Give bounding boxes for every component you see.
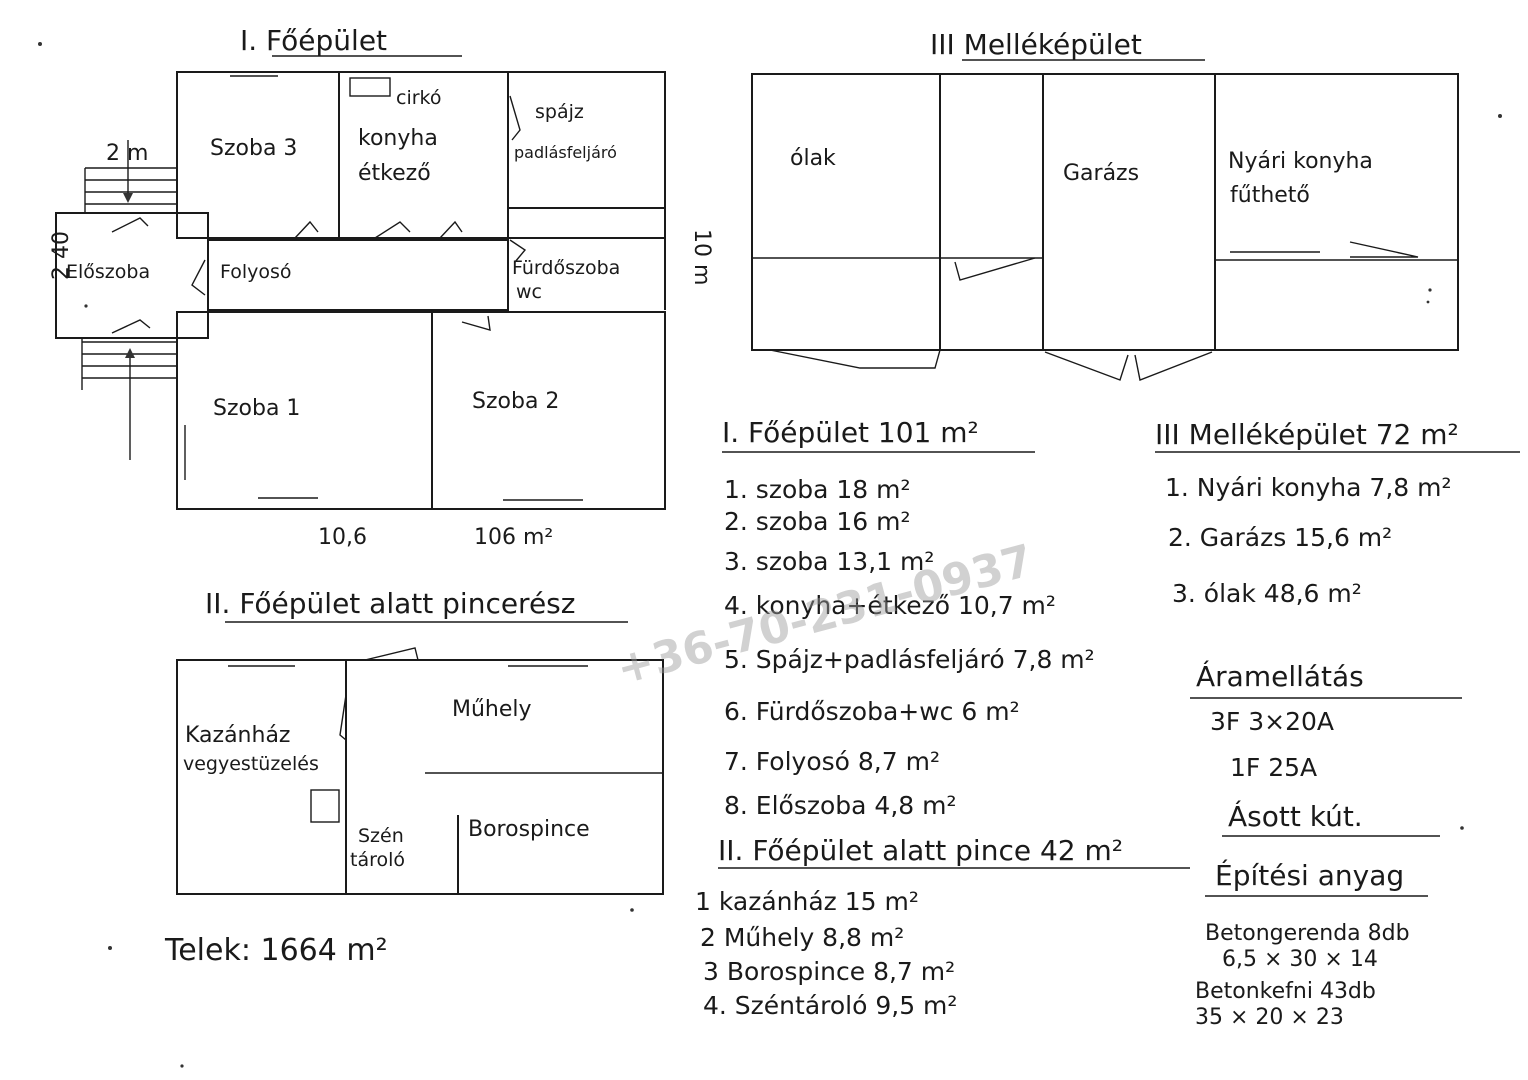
dim-top-label: 2 m xyxy=(106,141,148,166)
materials-line2: 6,5 × 30 × 14 xyxy=(1222,947,1378,972)
room-garazs-label: Garázs xyxy=(1063,161,1139,186)
utilities-title: Áramellátás xyxy=(1196,659,1364,693)
annex-building-title: III Melléképület xyxy=(930,28,1142,61)
main-upper-block xyxy=(176,71,666,239)
room-furdoszoba-label: Fürdőszoba xyxy=(512,257,620,279)
list-main-item: 4. konyha+étkező 10,7 m² xyxy=(724,591,1056,620)
olak-door-swing xyxy=(954,257,1036,281)
materials-notes: Építési anyag Betongerenda 8db 6,5 × 30 … xyxy=(1195,858,1428,1030)
main-lower-block xyxy=(176,311,666,510)
list-annex-title: III Melléképület 72 m² xyxy=(1155,418,1459,451)
main-building-title: I. Főépület xyxy=(240,24,387,57)
room-folyoso-label: Folyosó xyxy=(220,261,292,283)
annex-bottom-doors xyxy=(769,349,1213,381)
dim-bottom-label: 10,6 xyxy=(318,525,367,550)
materials-line4: 35 × 20 × 23 xyxy=(1195,1005,1344,1030)
annex-building-plan: III Melléképület ólak Garázs Nyári konyh… xyxy=(751,28,1459,381)
room-eloszoba-label: Előszoba xyxy=(66,261,150,283)
utilities-notes: Áramellátás 3F 3×20A 1F 25A Ásott kút. xyxy=(1190,659,1462,837)
room-szoba2-label: Szoba 2 xyxy=(472,389,559,414)
list-annex: III Melléképület 72 m² 1. Nyári konyha 7… xyxy=(1155,418,1520,608)
list-cellar-item: 3 Borospince 8,7 m² xyxy=(703,957,955,986)
area-bottom-label: 106 m² xyxy=(474,525,553,550)
boiler-box xyxy=(310,789,340,823)
room-szoba3-label: Szoba 3 xyxy=(210,136,297,161)
cellar-door-top xyxy=(364,647,419,661)
list-main-item: 6. Fürdőszoba+wc 6 m² xyxy=(724,697,1020,726)
room-futheto-label: fűthető xyxy=(1230,183,1310,208)
room-kazanhaz-label: Kazánház xyxy=(185,723,290,748)
list-main-item: 7. Folyosó 8,7 m² xyxy=(724,747,940,776)
list-main-item: 1. szoba 18 m² xyxy=(724,475,911,504)
list-cellar-item: 4. Széntároló 9,5 m² xyxy=(703,991,957,1020)
telek-area: Telek: 1664 m² xyxy=(164,933,388,968)
room-etkezo-label: étkező xyxy=(358,161,431,186)
room-szen-label: Szén xyxy=(358,825,404,847)
list-main-item: 2. szoba 16 m² xyxy=(724,507,911,536)
utilities-line2: 1F 25A xyxy=(1230,753,1317,782)
cellar-plan: II. Főépület alatt pincerész Kazánház ve… xyxy=(176,587,664,895)
room-vegyestuzeles-label: vegyestüzelés xyxy=(183,753,319,775)
room-padlasfeljaro-label: padlásfeljáró xyxy=(514,143,617,162)
room-olak-label: ólak xyxy=(790,146,836,171)
stairs-top xyxy=(84,140,177,213)
list-annex-item: 2. Garázs 15,6 m² xyxy=(1168,523,1392,552)
list-main-building: I. Főépület 101 m² 1. szoba 18 m² 2. szo… xyxy=(722,416,1095,820)
room-konyha-label: konyha xyxy=(358,126,438,151)
room-muhely-label: Műhely xyxy=(452,697,532,722)
list-main-item: 8. Előszoba 4,8 m² xyxy=(724,791,957,820)
room-szoba1-label: Szoba 1 xyxy=(213,396,300,421)
main-building-plan: I. Főépület xyxy=(49,24,714,550)
cellar-door-left xyxy=(339,694,347,741)
stairs-bottom xyxy=(81,338,177,460)
annex-outer-walls xyxy=(751,73,1459,351)
room-konyha-cirko-label: cirkó xyxy=(396,87,442,109)
materials-line3: Betonkefni 43db xyxy=(1195,979,1376,1004)
utilities-well: Ásott kút. xyxy=(1228,799,1363,833)
dim-left-label: 2 40 xyxy=(49,231,74,280)
list-annex-item: 1. Nyári konyha 7,8 m² xyxy=(1165,473,1452,502)
nyari-door-swing xyxy=(1349,241,1419,258)
materials-line1: Betongerenda 8db xyxy=(1205,921,1410,946)
scan-specks xyxy=(38,42,1502,1068)
list-cellar-item: 1 kazánház 15 m² xyxy=(695,887,919,916)
list-cellar: II. Főépület alatt pince 42 m² 1 kazánhá… xyxy=(695,834,1190,1020)
door-swings-main xyxy=(111,75,583,501)
room-nyari-konyha-label: Nyári konyha xyxy=(1228,149,1373,174)
cirko-boiler-box xyxy=(349,77,391,97)
utilities-line1: 3F 3×20A xyxy=(1210,707,1334,736)
eloszoba-walls xyxy=(55,212,209,339)
room-borospince-label: Borospince xyxy=(468,817,590,842)
list-cellar-item: 2 Műhely 8,8 m² xyxy=(700,923,904,952)
list-annex-item: 3. ólak 48,6 m² xyxy=(1172,579,1362,608)
list-main-title: I. Főépület 101 m² xyxy=(722,416,979,449)
list-main-item: 3. szoba 13,1 m² xyxy=(724,547,934,576)
materials-title: Építési anyag xyxy=(1215,858,1404,892)
room-spajz-label: spájz xyxy=(535,101,584,123)
cellar-outer-walls xyxy=(176,659,664,895)
room-tarolo-label: tároló xyxy=(350,849,405,871)
list-main-item: 5. Spájz+padlásfeljáró 7,8 m² xyxy=(724,645,1095,674)
cellar-title: II. Főépület alatt pincerész xyxy=(205,587,575,620)
list-cellar-title: II. Főépület alatt pince 42 m² xyxy=(718,834,1123,867)
room-wc-label: wc xyxy=(516,281,542,303)
dim-right-label: 10 m xyxy=(689,229,714,285)
